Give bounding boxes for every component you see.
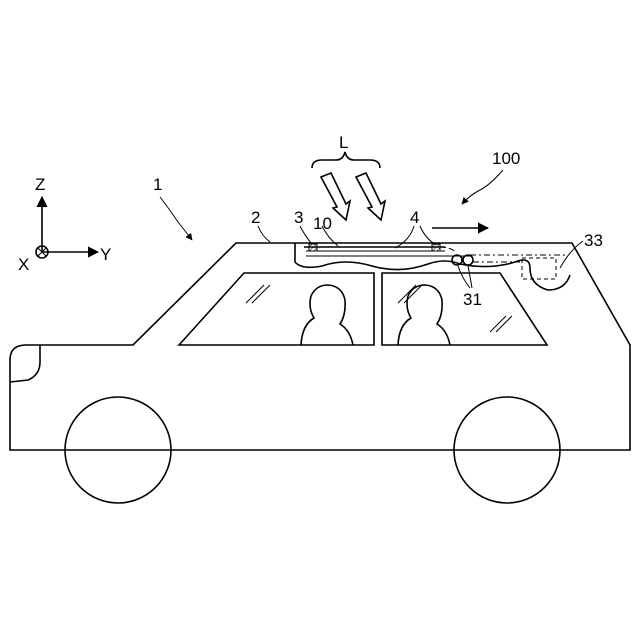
ref-seal: 3: [294, 208, 303, 227]
leader-lines: [160, 170, 583, 288]
ref-vehicle: 1: [153, 175, 162, 194]
seal-left: [309, 244, 317, 251]
rear-occupant: [398, 285, 450, 345]
ref-roof: 2: [251, 208, 260, 227]
occupants: [301, 285, 450, 345]
axis-y-label: Y: [100, 245, 111, 264]
ref-panel: 10: [313, 214, 332, 233]
light-arrows: L: [312, 133, 385, 220]
coordinate-axes: Z X Y: [18, 175, 111, 274]
vehicle-body: [10, 243, 630, 450]
ref-system: 100: [492, 149, 520, 168]
reference-numerals: 1 2 3 10 4 100 31 33: [153, 149, 603, 309]
axis-z-label: Z: [35, 175, 45, 194]
seal-right: [432, 244, 440, 251]
light-label: L: [339, 133, 348, 152]
roof-structure: [295, 243, 570, 290]
ref-rollers: 31: [463, 290, 482, 309]
front-occupant: [301, 285, 353, 345]
ref-housing: 33: [584, 231, 603, 250]
axis-x-label: X: [18, 255, 29, 274]
ref-film: 4: [410, 208, 419, 227]
